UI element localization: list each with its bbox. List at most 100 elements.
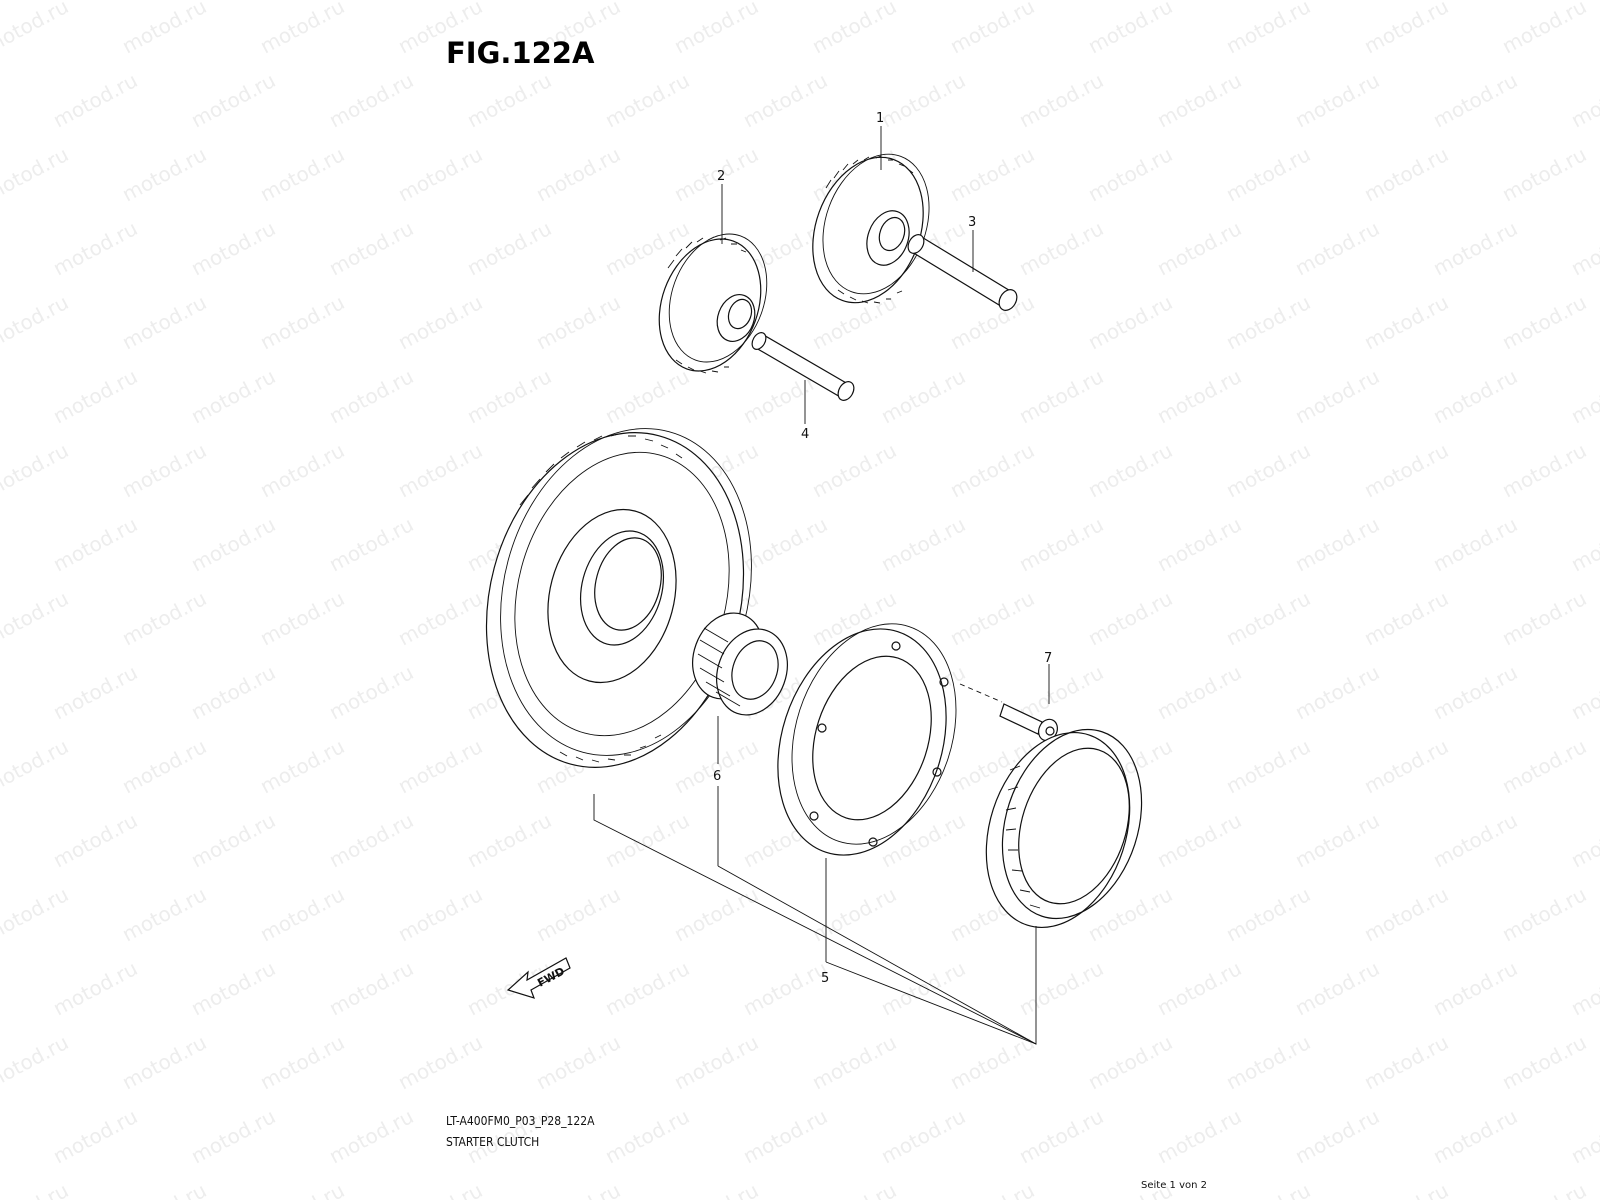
watermark-text: motod.ru bbox=[1360, 0, 1452, 58]
watermark-text: motod.ru bbox=[0, 290, 72, 354]
watermark-text: motod.ru bbox=[49, 68, 141, 132]
watermark-text: motod.ru bbox=[1015, 956, 1107, 1020]
callout-3: 3 bbox=[968, 215, 976, 230]
watermark-text: motod.ru bbox=[187, 68, 279, 132]
watermark-text: motod.ru bbox=[394, 290, 486, 354]
watermark-text: motod.ru bbox=[1153, 1104, 1245, 1168]
watermark-text: motod.ru bbox=[1360, 438, 1452, 502]
watermark-text: motod.ru bbox=[49, 512, 141, 576]
watermark-text: motod.ru bbox=[670, 1030, 762, 1094]
watermark-text: motod.ru bbox=[601, 956, 693, 1020]
watermark-text: motod.ru bbox=[394, 142, 486, 206]
callout-1: 1 bbox=[876, 111, 884, 126]
page-number: Seite 1 von 2 bbox=[1141, 1180, 1207, 1191]
watermark-text: motod.ru bbox=[463, 808, 555, 872]
watermark-text: motod.ru bbox=[49, 364, 141, 428]
watermark-text: motod.ru bbox=[187, 660, 279, 724]
figure-name: STARTER CLUTCH bbox=[446, 1135, 540, 1149]
watermark-text: motod.ru bbox=[118, 586, 210, 650]
watermark-text: motod.ru bbox=[1153, 660, 1245, 724]
watermark-text: motod.ru bbox=[0, 808, 3, 872]
watermark-text: motod.ru bbox=[118, 290, 210, 354]
watermark-text: motod.ru bbox=[118, 734, 210, 798]
watermark-text: motod.ru bbox=[49, 808, 141, 872]
watermark-text: motod.ru bbox=[1291, 68, 1383, 132]
watermark-text: motod.ru bbox=[394, 882, 486, 946]
watermark-text: motod.ru bbox=[1498, 1178, 1590, 1200]
callout-4: 4 bbox=[801, 427, 809, 442]
watermark-text: motod.ru bbox=[394, 438, 486, 502]
watermark-text: motod.ru bbox=[1015, 512, 1107, 576]
watermark-text: motod.ru bbox=[1429, 1104, 1521, 1168]
watermark-text: motod.ru bbox=[1567, 1104, 1600, 1168]
watermark-text: motod.ru bbox=[1015, 1104, 1107, 1168]
watermark-text: motod.ru bbox=[1429, 808, 1521, 872]
watermark-text: motod.ru bbox=[1360, 290, 1452, 354]
watermark-text: motod.ru bbox=[187, 216, 279, 280]
watermark-text: motod.ru bbox=[187, 512, 279, 576]
watermark-text: motod.ru bbox=[187, 956, 279, 1020]
watermark-text: motod.ru bbox=[325, 660, 417, 724]
watermark-text: motod.ru bbox=[118, 1178, 210, 1200]
watermark-text: motod.ru bbox=[256, 1178, 348, 1200]
watermark-text: motod.ru bbox=[394, 734, 486, 798]
watermark-text: motod.ru bbox=[0, 586, 72, 650]
watermark-text: motod.ru bbox=[1153, 68, 1245, 132]
watermark-text: motod.ru bbox=[1498, 1030, 1590, 1094]
watermark-text: motod.ru bbox=[1153, 956, 1245, 1020]
watermark-text: motod.ru bbox=[325, 956, 417, 1020]
watermark-text: motod.ru bbox=[1567, 364, 1600, 428]
watermark-text: motod.ru bbox=[0, 68, 3, 132]
watermark-text: motod.ru bbox=[808, 882, 900, 946]
watermark-text: motod.ru bbox=[946, 1178, 1038, 1200]
part-6-needle-bearing bbox=[692, 612, 788, 716]
watermark-text: motod.ru bbox=[1084, 438, 1176, 502]
watermark-text: motod.ru bbox=[1360, 882, 1452, 946]
watermark-text: motod.ru bbox=[0, 1030, 72, 1094]
watermark-text: motod.ru bbox=[1498, 290, 1590, 354]
part-3-shaft bbox=[907, 234, 1018, 311]
figure-title: FIG.122A bbox=[446, 36, 595, 70]
watermark-text: motod.ru bbox=[1498, 438, 1590, 502]
starter-driven-gear bbox=[485, 428, 752, 768]
watermark-text: motod.ru bbox=[325, 216, 417, 280]
watermark-text: motod.ru bbox=[1291, 1104, 1383, 1168]
watermark-text: motod.ru bbox=[1153, 364, 1245, 428]
watermark-text: motod.ru bbox=[601, 1104, 693, 1168]
watermark-text: motod.ru bbox=[946, 586, 1038, 650]
watermark-text: motod.ru bbox=[1567, 68, 1600, 132]
watermark-text: motod.ru bbox=[532, 290, 624, 354]
watermark-text: motod.ru bbox=[256, 586, 348, 650]
part-2-gear bbox=[658, 233, 768, 374]
watermark-text: motod.ru bbox=[1222, 586, 1314, 650]
watermark-text: motod.ru bbox=[739, 68, 831, 132]
watermark-text: motod.ru bbox=[1429, 364, 1521, 428]
watermark-text: motod.ru bbox=[808, 0, 900, 58]
watermark-text: motod.ru bbox=[739, 1104, 831, 1168]
watermark-text: motod.ru bbox=[325, 1104, 417, 1168]
watermark-text: motod.ru bbox=[670, 882, 762, 946]
watermark-text: motod.ru bbox=[670, 1178, 762, 1200]
watermark-text: motod.ru bbox=[1222, 882, 1314, 946]
leader-lines bbox=[593, 126, 1050, 1045]
part-7-bolt bbox=[959, 683, 1058, 742]
watermark-text: motod.ru bbox=[739, 956, 831, 1020]
watermark-text: motod.ru bbox=[256, 1030, 348, 1094]
callout-numbers: 1 2 3 4 6 5 7 bbox=[713, 111, 1052, 986]
watermark-text: motod.ru bbox=[0, 660, 3, 724]
watermark-text: motod.ru bbox=[877, 512, 969, 576]
watermark-text: motod.ru bbox=[1153, 808, 1245, 872]
watermark-text: motod.ru bbox=[1567, 808, 1600, 872]
watermark-text: motod.ru bbox=[325, 808, 417, 872]
watermark-text: motod.ru bbox=[1015, 364, 1107, 428]
watermark-text: motod.ru bbox=[1222, 0, 1314, 58]
watermark-text: motod.ru bbox=[118, 142, 210, 206]
watermark-text: motod.ru bbox=[1222, 1178, 1314, 1200]
watermark-text: motod.ru bbox=[1567, 512, 1600, 576]
figure-code: LT-A400FM0_P03_P28_122A bbox=[446, 1114, 595, 1128]
watermark-text: motod.ru bbox=[256, 290, 348, 354]
watermark-text: motod.ru bbox=[394, 586, 486, 650]
watermark-text: motod.ru bbox=[1015, 68, 1107, 132]
